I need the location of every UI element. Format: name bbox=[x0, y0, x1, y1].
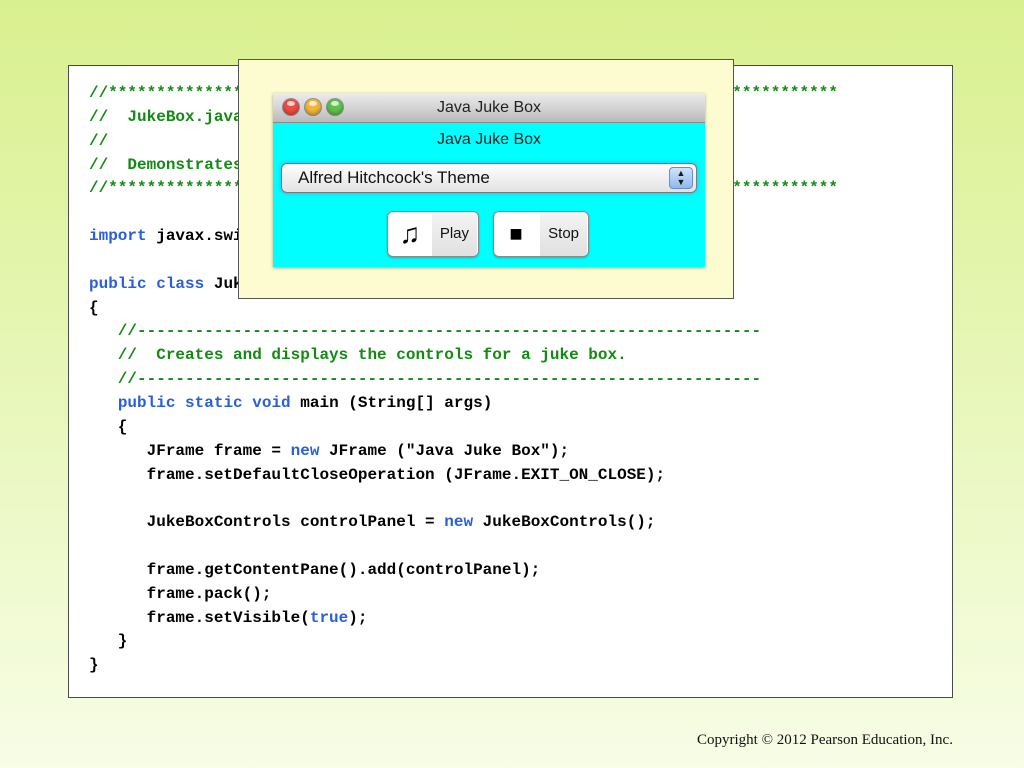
code-keyword: new bbox=[444, 513, 474, 532]
code-line: //--------------------------------------… bbox=[89, 320, 838, 344]
code-text bbox=[89, 394, 118, 412]
code-text bbox=[243, 394, 253, 412]
code-text: frame.setDefaultCloseOperation (JFrame.E… bbox=[89, 465, 666, 484]
code-line: frame.setDefaultCloseOperation (JFrame.E… bbox=[89, 464, 838, 488]
code-text: JFrame ("Java Juke Box"); bbox=[319, 441, 570, 460]
code-keyword: static bbox=[185, 393, 243, 412]
code-keyword: import bbox=[89, 227, 147, 246]
juke-box-window: Java Juke Box Java Juke Box Alfred Hitch… bbox=[273, 93, 705, 267]
code-line: { bbox=[89, 416, 838, 440]
copyright-notice: Copyright © 2012 Pearson Education, Inc. bbox=[697, 732, 953, 748]
panel-title-label: Java Juke Box bbox=[436, 131, 542, 148]
code-keyword: new bbox=[290, 441, 320, 460]
code-line: } bbox=[89, 630, 838, 654]
code-text: frame.pack(); bbox=[89, 584, 272, 603]
code-keyword: public bbox=[117, 393, 176, 412]
song-combo-box[interactable]: Alfred Hitchcock's Theme ▲▼ bbox=[281, 163, 697, 193]
code-text: ); bbox=[348, 608, 368, 627]
code-keyword: class bbox=[156, 274, 205, 293]
code-text: JukeBoxControls controlPanel = bbox=[89, 513, 445, 532]
code-line: frame.setVisible(true); bbox=[89, 607, 838, 631]
code-line: // Creates and displays the controls for… bbox=[89, 344, 838, 368]
close-window-button[interactable] bbox=[283, 99, 299, 115]
music-note-icon: ♫ bbox=[399, 218, 421, 249]
combo-selected-value: Alfred Hitchcock's Theme bbox=[298, 168, 490, 187]
code-text: main (String[] args) bbox=[290, 393, 493, 412]
code-text: frame.setVisible( bbox=[89, 608, 310, 627]
minimize-window-button[interactable] bbox=[305, 99, 321, 115]
screenshot-callout: Java Juke Box Java Juke Box Alfred Hitch… bbox=[238, 59, 734, 299]
window-titlebar: Java Juke Box bbox=[273, 93, 705, 123]
code-line: } bbox=[89, 654, 838, 678]
window-title: Java Juke Box bbox=[436, 99, 542, 116]
code-comment: //--------------------------------------… bbox=[89, 370, 762, 389]
code-keyword: true bbox=[309, 608, 349, 627]
code-keyword: void bbox=[252, 393, 291, 412]
code-line bbox=[89, 535, 838, 559]
play-button[interactable]: ♫ Play bbox=[387, 211, 479, 257]
play-button-label: Play bbox=[431, 212, 477, 256]
code-text bbox=[147, 275, 157, 293]
code-line: { bbox=[89, 297, 838, 321]
code-text: JukeBoxControls(); bbox=[473, 513, 656, 532]
zoom-window-button[interactable] bbox=[327, 99, 343, 115]
code-comment: // bbox=[89, 131, 109, 150]
code-text: { bbox=[89, 298, 99, 317]
code-text: { bbox=[89, 417, 128, 436]
stop-button[interactable]: ■ Stop bbox=[493, 211, 589, 257]
code-text: frame.getContentPane().add(controlPanel)… bbox=[89, 560, 541, 579]
code-line: // bbox=[89, 130, 838, 154]
stop-icon: ■ bbox=[509, 221, 523, 246]
code-text bbox=[175, 394, 185, 412]
code-comment: //--------------------------------------… bbox=[89, 322, 762, 341]
code-line: frame.getContentPane().add(controlPanel)… bbox=[89, 559, 838, 583]
code-line bbox=[89, 487, 838, 511]
code-line: //--------------------------------------… bbox=[89, 368, 838, 392]
code-line: frame.pack(); bbox=[89, 583, 838, 607]
code-line: JFrame frame = new JFrame ("Java Juke Bo… bbox=[89, 440, 838, 464]
code-line: JukeBoxControls controlPanel = new JukeB… bbox=[89, 511, 838, 535]
code-text: JFrame frame = bbox=[89, 441, 291, 460]
code-comment: // Creates and displays the controls for… bbox=[89, 346, 627, 365]
up-down-arrows-icon[interactable]: ▲▼ bbox=[669, 167, 693, 189]
code-line: public static void main (String[] args) bbox=[89, 392, 838, 416]
code-text: } bbox=[89, 656, 99, 675]
stop-button-label: Stop bbox=[540, 212, 587, 256]
code-keyword: public bbox=[89, 274, 147, 293]
code-text: } bbox=[89, 632, 128, 651]
